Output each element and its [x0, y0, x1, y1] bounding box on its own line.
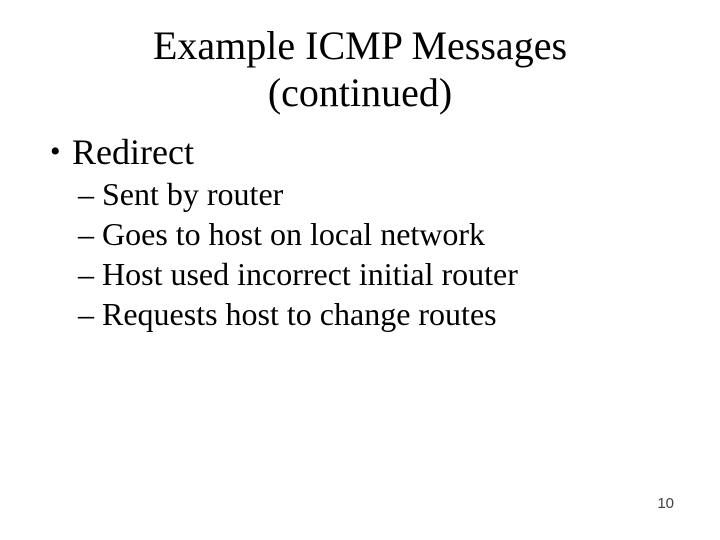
dash-marker: – [78, 256, 94, 292]
bullet-dot-marker: • [50, 135, 61, 168]
dash-marker: – [78, 176, 94, 212]
sub-bullet-text: Goes to host on local network [102, 216, 486, 252]
dash-marker: – [78, 216, 94, 252]
sub-bullet-list: – Sent by router – Goes to host on local… [78, 174, 518, 334]
page-number: 10 [657, 495, 674, 512]
title-line-2: (continued) [267, 70, 453, 115]
dash-marker: – [78, 296, 94, 332]
title-line-1: Example ICMP Messages [152, 23, 568, 68]
sub-bullet-item: – Goes to host on local network [78, 214, 518, 254]
bullet-item-redirect: • Redirect [50, 130, 194, 174]
sub-bullet-text: Sent by router [102, 176, 284, 212]
bullet-label: Redirect [72, 132, 194, 172]
sub-bullet-item: – Requests host to change routes [78, 294, 518, 334]
sub-bullet-item: – Sent by router [78, 174, 518, 214]
sub-bullet-text: Requests host to change routes [102, 296, 497, 332]
sub-bullet-text: Host used incorrect initial router [102, 256, 518, 292]
slide-title: Example ICMP Messages (continued) [0, 22, 720, 116]
sub-bullet-item: – Host used incorrect initial router [78, 254, 518, 294]
